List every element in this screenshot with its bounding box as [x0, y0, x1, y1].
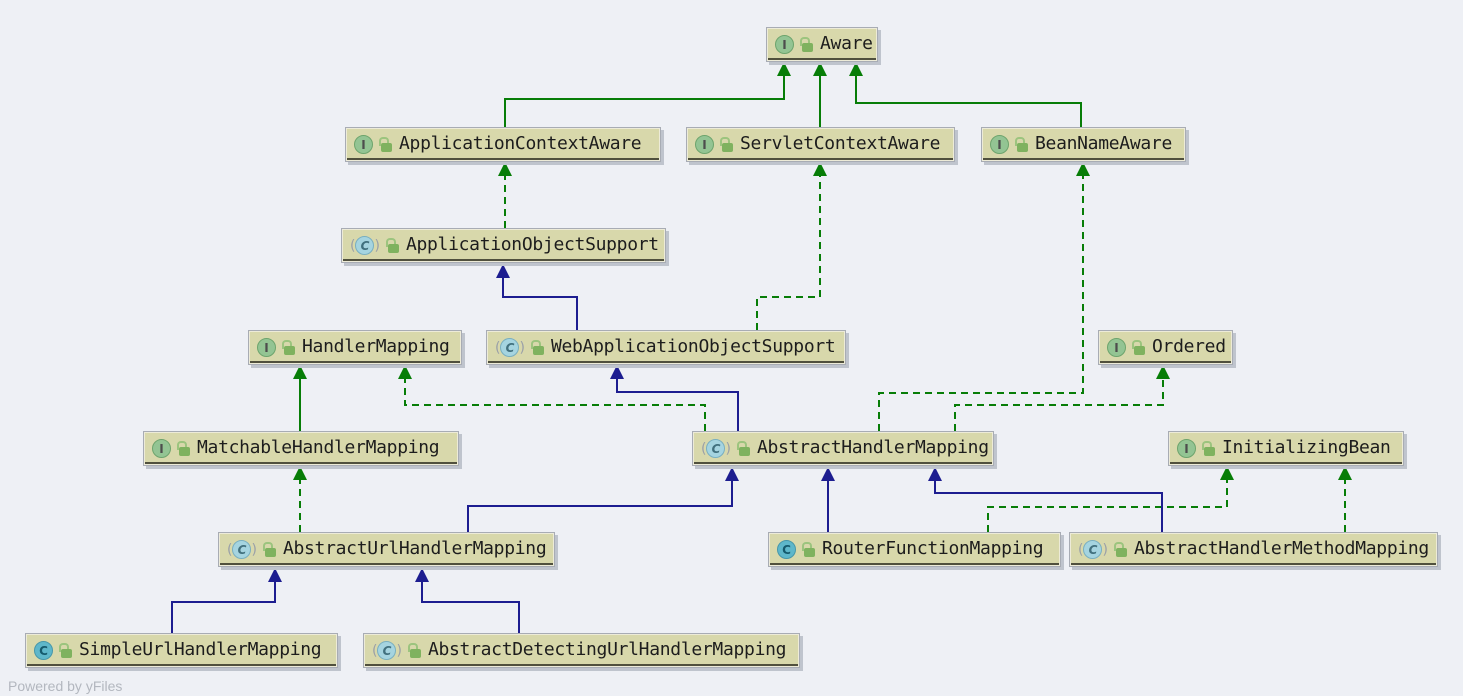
node-beannameaware[interactable]: BeanNameAware	[981, 127, 1186, 162]
open-lock-icon	[385, 237, 400, 254]
powered-by-yfiles-label: Powered by yFiles	[8, 678, 123, 694]
node-label: BeanNameAware	[1035, 132, 1172, 154]
open-lock-icon	[736, 440, 751, 457]
node-label: WebApplicationObjectSupport	[550, 335, 836, 357]
node-webapplicationobjectsupport[interactable]: WebApplicationObjectSupport	[486, 330, 846, 365]
abstract-class-icon	[227, 540, 257, 559]
abstract-class-icon	[701, 439, 731, 458]
open-lock-icon	[407, 642, 422, 659]
open-lock-icon	[530, 339, 545, 356]
abstract-class-icon	[372, 641, 402, 660]
interface-icon	[257, 338, 276, 357]
open-lock-icon	[1202, 440, 1216, 457]
node-applicationcontextaware[interactable]: ApplicationContextAware	[345, 127, 661, 162]
open-lock-icon	[800, 36, 814, 53]
abstract-class-icon	[1078, 540, 1108, 559]
edge-abstractdetectingurlhandlermapping-extends-abstracturlhandlermapping	[415, 568, 520, 633]
node-applicationobjectsupport[interactable]: ApplicationObjectSupport	[341, 228, 666, 263]
node-label: MatchableHandlerMapping	[197, 436, 440, 458]
interface-icon	[695, 135, 714, 154]
node-matchablehandlermapping[interactable]: MatchableHandlerMapping	[143, 431, 459, 466]
edge-webapplicationobjectsupport-extends-applicationobjectsupport	[496, 264, 578, 330]
open-lock-icon	[802, 541, 816, 558]
node-label: InitializingBean	[1222, 436, 1391, 458]
open-lock-icon	[1015, 136, 1029, 153]
node-servletcontextaware[interactable]: ServletContextAware	[686, 127, 955, 162]
node-ordered[interactable]: Ordered	[1098, 330, 1233, 365]
node-label: AbstractHandlerMapping	[756, 436, 989, 458]
node-abstracthandlermapping[interactable]: AbstractHandlerMapping	[692, 431, 994, 466]
edge-abstracthandlermapping-implements-beannameaware	[878, 162, 1090, 431]
interface-icon	[990, 135, 1009, 154]
edge-simpleurlhandlermapping-extends-abstracturlhandlermapping	[171, 568, 282, 633]
class-icon	[777, 540, 796, 559]
node-label: ApplicationContextAware	[399, 132, 642, 154]
node-handlermapping[interactable]: HandlerMapping	[248, 330, 462, 365]
node-abstracturlhandlermapping[interactable]: AbstractUrlHandlerMapping	[218, 532, 555, 567]
node-label: AbstractUrlHandlerMapping	[282, 537, 547, 559]
abstract-class-icon	[495, 338, 525, 357]
interface-icon	[1107, 338, 1126, 357]
open-lock-icon	[59, 642, 73, 659]
open-lock-icon	[720, 136, 734, 153]
node-simpleurlhandlermapping[interactable]: SimpleUrlHandlerMapping	[25, 633, 338, 668]
edge-abstracturlhandlermapping-extends-abstracthandlermapping	[467, 467, 739, 532]
node-aware[interactable]: Aware	[766, 27, 878, 62]
edge-abstracthandlermethodmapping-extends-abstracthandlermapping	[928, 467, 1163, 532]
interface-icon	[354, 135, 373, 154]
interface-icon	[1177, 439, 1196, 458]
class-icon	[34, 641, 53, 660]
node-label: SimpleUrlHandlerMapping	[79, 638, 322, 660]
node-abstractdetectingurlhandlermapping[interactable]: AbstractDetectingUrlHandlerMapping	[363, 633, 800, 668]
node-label: AbstractHandlerMethodMapping	[1133, 537, 1429, 559]
edge-routerfunctionmapping-implements-initializingbean	[987, 466, 1234, 532]
open-lock-icon	[262, 541, 277, 558]
edge-abstracthandlermapping-implements-handlermapping	[398, 365, 706, 431]
abstract-class-icon	[350, 236, 380, 255]
node-label: ApplicationObjectSupport	[405, 233, 659, 255]
open-lock-icon	[379, 136, 393, 153]
open-lock-icon	[1113, 541, 1128, 558]
interface-icon	[775, 35, 794, 54]
node-label: Aware	[820, 32, 873, 54]
node-label: RouterFunctionMapping	[822, 537, 1044, 559]
open-lock-icon	[1132, 339, 1146, 356]
edge-abstracthandlermapping-extends-webapplicationobjectsupport	[610, 365, 739, 431]
interface-icon	[152, 439, 171, 458]
edge-abstracthandlermapping-implements-ordered	[954, 365, 1170, 431]
node-routerfunctionmapping[interactable]: RouterFunctionMapping	[768, 532, 1061, 567]
node-label: AbstractDetectingUrlHandlerMapping	[427, 638, 787, 660]
node-label: Ordered	[1152, 335, 1226, 357]
open-lock-icon	[282, 339, 296, 356]
edge-beannameaware-extends-aware	[849, 62, 1082, 127]
node-label: HandlerMapping	[302, 335, 450, 357]
edge-webapplicationobjectsupport-implements-servletcontextaware	[756, 162, 827, 330]
open-lock-icon	[177, 440, 191, 457]
edge-applicationcontextaware-extends-aware	[504, 62, 791, 127]
node-initializingbean[interactable]: InitializingBean	[1168, 431, 1404, 466]
node-label: ServletContextAware	[740, 132, 941, 154]
node-abstracthandlermethodmapping[interactable]: AbstractHandlerMethodMapping	[1069, 532, 1438, 567]
